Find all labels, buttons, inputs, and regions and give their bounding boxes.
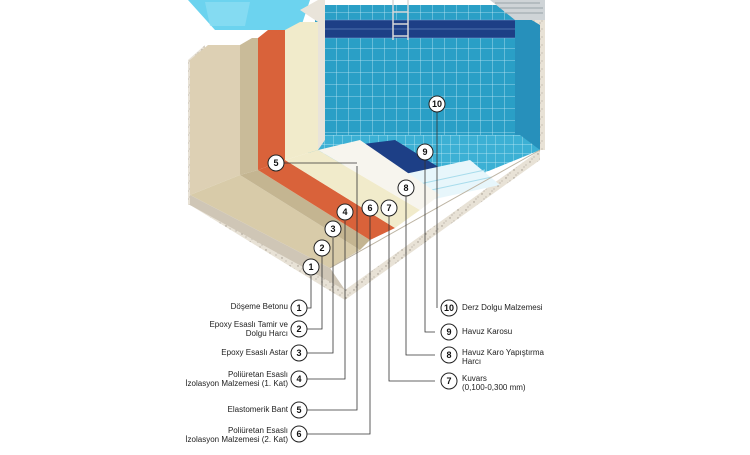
callout-number-1: 1 [308,262,313,272]
callout-number-5: 5 [273,158,278,168]
callout-number-10: 10 [444,303,454,313]
callout-number-6: 6 [296,429,301,439]
callout-circle-6 [290,425,308,443]
callout-circle-2 [290,320,308,338]
callout-circle-7 [440,372,458,390]
callout-number-10: 10 [432,99,442,109]
pool-ladder [392,0,409,40]
pool-right-wall-tiles [515,10,540,150]
wall-layer-primer [240,38,258,175]
callout-circle-8 [397,179,415,197]
callout-number-5: 5 [296,405,301,415]
floor-dark-stripe [355,140,440,176]
overflow-grating [490,0,545,20]
callout-circle-4 [336,203,354,221]
callout-circle-3 [290,344,308,362]
callout-circle-2 [313,239,331,257]
callout-number-8: 8 [403,183,408,193]
callout-circle-1 [302,258,320,276]
label-layer-2: Epoxy Esaslı Tamir ve Dolgu Harcı [209,320,288,338]
label-layer-1: Döşeme Betonu [230,302,288,311]
label-layer-7: Kuvars (0,100-0,300 mm) [462,374,526,392]
leader-lines [284,112,438,435]
callout-circle-6 [361,199,379,217]
callout-number-3: 3 [296,348,301,358]
callout-circle-1 [290,299,308,317]
label-layer-3: Epoxy Esaslı Astar [221,348,288,357]
callout-number-7: 7 [446,376,451,386]
label-layer-6: Poliüretan Esaslı İzolasyon Malzemesi (2… [185,426,288,444]
callout-number-4: 4 [342,207,347,217]
callout-number-4: 4 [296,374,301,384]
callout-circle-10 [428,95,446,113]
callout-circle-9 [440,323,458,341]
wall-layer-beige [190,45,240,195]
callout-number-6: 6 [367,203,372,213]
callout-number-2: 2 [319,243,324,253]
callout-number-2: 2 [296,324,301,334]
callout-number-8: 8 [446,350,451,360]
callout-number-9: 9 [422,147,427,157]
callout-circle-7 [380,199,398,217]
callout-number-7: 7 [386,203,391,213]
callout-circle-10 [440,299,458,317]
wall-layer-tile-edge [300,0,325,150]
label-layer-5: Elastomerik Bant [227,405,288,414]
callout-number-9: 9 [446,327,451,337]
callout-circle-3 [324,220,342,238]
label-layer-8: Havuz Karo Yapıştırma Harcı [462,348,544,366]
label-layer-9: Havuz Karosu [462,327,513,336]
label-layer-10: Derz Dolgu Malzemesi [462,303,543,312]
callout-circle-9 [416,143,434,161]
callout-number-1: 1 [296,303,301,313]
callout-circle-5 [267,154,285,172]
callout-circle-4 [290,370,308,388]
label-layer-4: Poliüretan Esaslı İzolasyon Malzemesi (1… [185,370,288,388]
callout-circle-8 [440,346,458,364]
wall-layer-orange [258,30,285,170]
callout-circle-5 [290,401,308,419]
floor-layer-orange [258,160,395,240]
callout-number-3: 3 [330,224,335,234]
concrete-top-right [515,20,545,150]
wall-layer-cream [285,22,318,160]
